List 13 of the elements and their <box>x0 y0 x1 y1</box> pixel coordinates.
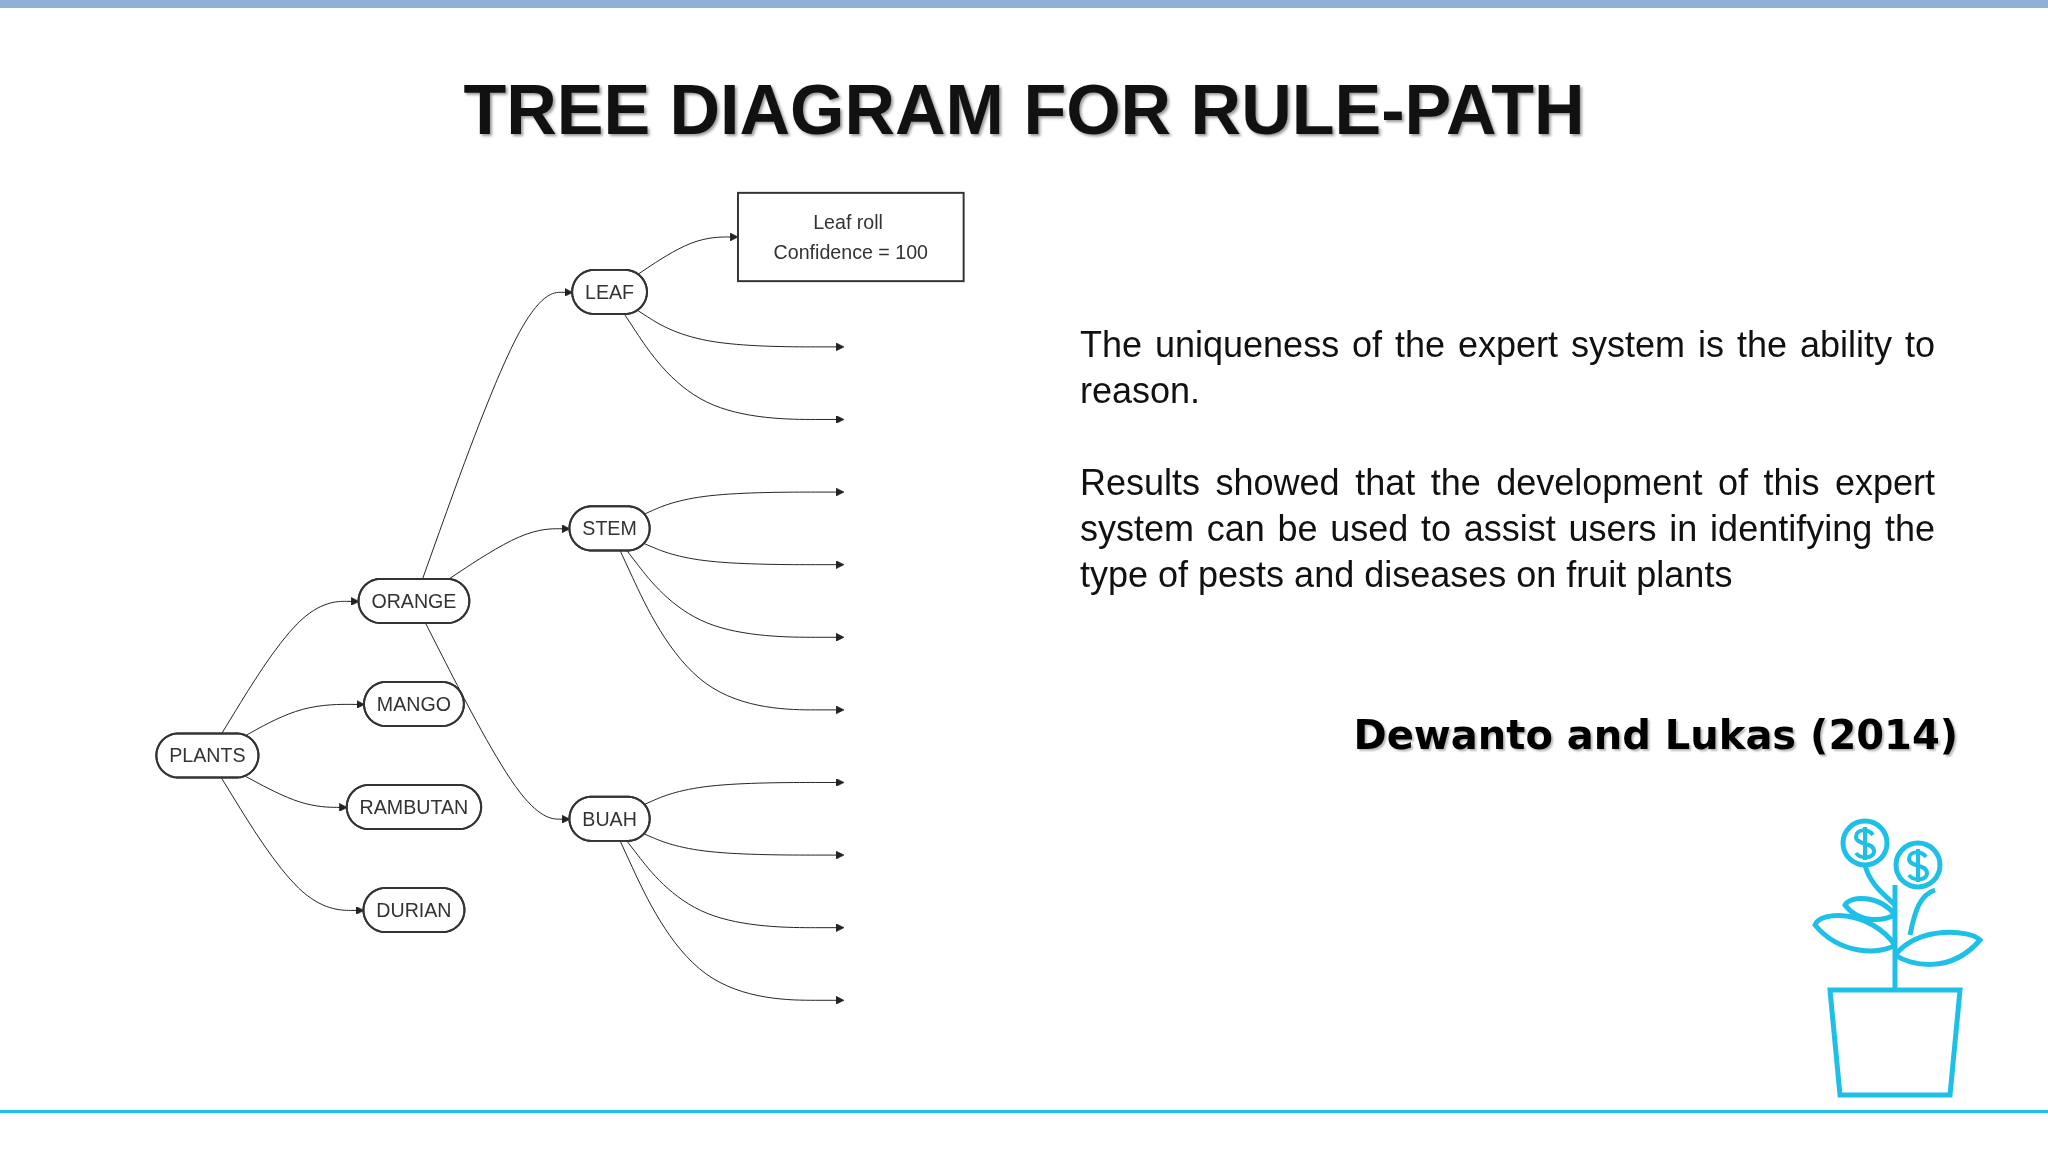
node-ellipse: DURIAN <box>362 886 466 934</box>
title: TREE DIAGRAM FOR RULE-PATH <box>463 71 1585 149</box>
node-ellipse: LEAF <box>571 268 648 315</box>
node-ellipse: ORANGE <box>357 577 471 625</box>
citation: Dewanto and Lukas (2014) <box>1353 712 1958 758</box>
node-ellipse: PLANTS <box>155 732 260 779</box>
paragraph: Results showed that the development of this expert system can be used to assist users in identifying the type of pests and diseases on fruit plants <box>1080 461 1935 597</box>
node-ellipse: BUAH <box>568 795 651 842</box>
node-ellipse: MANGO <box>363 680 465 728</box>
node-ellipse: STEM <box>568 505 651 552</box>
paragraph: The uniqueness of the expert system is the ability to reason. <box>1080 323 1935 413</box>
node-ellipse: RAMBUTAN <box>345 783 483 831</box>
result-box: Leaf roll Confidence = 100 <box>737 191 965 283</box>
